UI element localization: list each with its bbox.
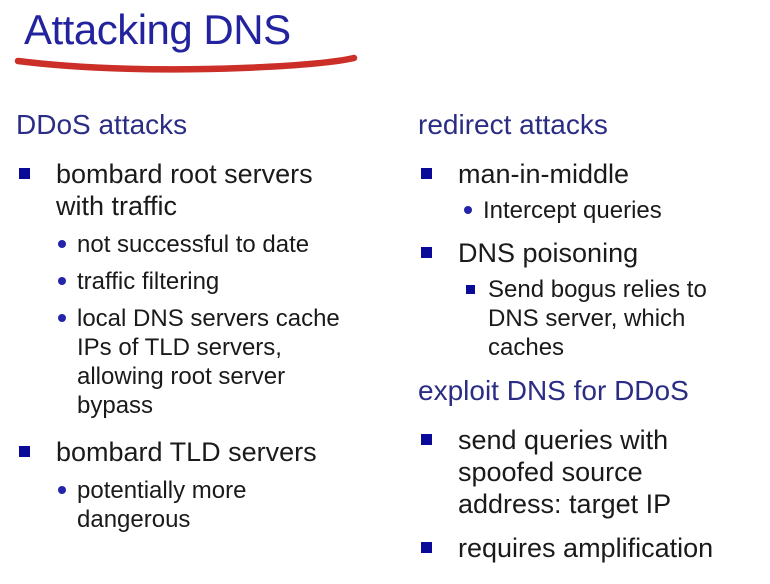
round-bullet-icon <box>58 277 66 285</box>
sub-bullet-intercept-queries: Intercept queries <box>418 196 768 225</box>
bullet-text: requires amplification <box>458 533 714 563</box>
bullet-text: Intercept queries <box>483 197 662 224</box>
bullet-item-man-in-middle: man-in-middle <box>418 158 768 190</box>
round-bullet-icon <box>58 314 66 322</box>
round-bullet-icon <box>464 206 472 214</box>
bullet-text: DNS poisoning <box>458 238 639 268</box>
square-bullet-icon <box>19 168 30 179</box>
bullet-text: local DNS servers cache IPs of TLD serve… <box>77 305 340 419</box>
square-bullet-icon <box>19 446 30 457</box>
bullet-text: Send bogus relies to DNS server, which c… <box>488 276 707 361</box>
left-column: DDoS attacks bombard root servers with t… <box>16 108 410 542</box>
bullet-item-send-queries-spoofed: send queries with spoofed source address… <box>418 424 768 520</box>
section-heading-redirect-attacks: redirect attacks <box>418 109 608 140</box>
red-swoosh-underline-icon <box>14 54 358 73</box>
square-bullet-icon <box>421 542 432 553</box>
bullet-item-bombard-root-servers: bombard root servers with traffic <box>16 158 410 222</box>
bullet-item-dns-poisoning: DNS poisoning <box>418 237 768 269</box>
bullet-text: traffic filtering <box>77 268 220 295</box>
square-bullet-icon <box>421 247 432 258</box>
bullet-text: man-in-middle <box>458 159 630 189</box>
bullet-text: send queries with spoofed source address… <box>458 425 672 519</box>
round-bullet-icon <box>58 486 66 494</box>
bullet-text: not successful to date <box>77 231 310 258</box>
section-heading-ddos-attacks: DDoS attacks <box>16 109 188 140</box>
slide-title: Attacking DNS <box>24 6 291 53</box>
square-bullet-icon <box>421 168 432 179</box>
sub-bullet-local-dns-cache: local DNS servers cache IPs of TLD serve… <box>16 304 410 420</box>
sub-bullet-potentially-more-dangerous: potentially more dangerous <box>16 476 410 534</box>
round-bullet-icon <box>58 240 66 248</box>
square-bullet-icon <box>421 434 432 445</box>
right-column: redirect attacks man-in-middle Intercept… <box>418 108 768 572</box>
bullet-text: bombard TLD servers <box>56 437 317 467</box>
bullet-text: bombard root servers with traffic <box>56 159 313 221</box>
bullet-text: potentially more dangerous <box>77 477 247 533</box>
sub-bullet-send-bogus-replies: Send bogus relies to DNS server, which c… <box>418 275 768 362</box>
small-square-bullet-icon <box>466 285 475 294</box>
bullet-item-bombard-tld-servers: bombard TLD servers <box>16 436 410 468</box>
bullet-item-requires-amplification: requires amplification <box>418 532 768 564</box>
sub-bullet-traffic-filtering: traffic filtering <box>16 267 410 296</box>
section-heading-exploit-dns-for-ddos: exploit DNS for DDoS <box>418 375 689 406</box>
sub-bullet-not-successful: not successful to date <box>16 230 410 259</box>
